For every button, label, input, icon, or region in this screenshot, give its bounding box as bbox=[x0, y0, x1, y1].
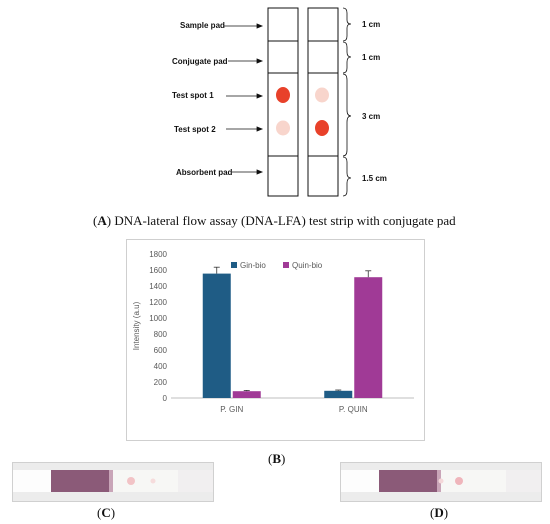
x-tick-label: P. QUIN bbox=[339, 405, 368, 414]
caption-d: (D) bbox=[430, 505, 449, 520]
dim-test-zone: 3 cm bbox=[362, 112, 381, 121]
legend-label: Gin-bio bbox=[240, 261, 266, 270]
legend-swatch bbox=[283, 262, 289, 268]
sample-pad-label: Sample pad bbox=[180, 21, 225, 30]
bar bbox=[232, 391, 261, 398]
bar bbox=[354, 277, 383, 398]
caption-a: (A) DNA-lateral flow assay (DNA-LFA) tes… bbox=[93, 213, 456, 228]
legend-swatch bbox=[231, 262, 237, 268]
caption-c-letter: C bbox=[101, 505, 111, 520]
strip1-test-spot-2 bbox=[276, 120, 290, 136]
strip-diagram-svg bbox=[224, 7, 352, 197]
strip2-test-spot-1 bbox=[315, 87, 329, 103]
conjugate-pad-area-d bbox=[379, 470, 439, 492]
caption-a-text: DNA-lateral flow assay (DNA-LFA) test st… bbox=[111, 213, 456, 228]
strip-photo-c-svg bbox=[13, 463, 213, 501]
caption-c: (C) bbox=[97, 505, 116, 520]
strip-d-spot-2 bbox=[455, 477, 463, 485]
x-tick-label: P. GIN bbox=[220, 405, 243, 414]
bar bbox=[202, 273, 231, 398]
y-tick-label: 1800 bbox=[149, 250, 167, 259]
dimension-brackets bbox=[342, 7, 352, 197]
conjugate-pad-area-c bbox=[51, 470, 111, 492]
strip-photo-d-svg bbox=[341, 463, 541, 501]
strip-c-spot-1 bbox=[127, 477, 135, 485]
test-strip-1 bbox=[267, 7, 299, 197]
test-spot-2-label: Test spot 2 bbox=[174, 125, 216, 134]
legend-label: Quin-bio bbox=[292, 261, 323, 270]
strip2-test-spot-2 bbox=[315, 120, 329, 136]
caption-d-letter: D bbox=[434, 505, 444, 520]
test-strip-2 bbox=[307, 7, 339, 197]
caption-a-letter: A bbox=[97, 213, 107, 228]
strip-photo-c bbox=[12, 462, 214, 502]
y-tick-label: 400 bbox=[154, 362, 168, 371]
y-tick-label: 600 bbox=[154, 346, 168, 355]
strip-c-spot-2 bbox=[150, 478, 156, 484]
y-tick-label: 0 bbox=[163, 394, 168, 403]
strip-photo-d bbox=[340, 462, 542, 502]
dim-absorbent-pad: 1.5 cm bbox=[362, 174, 387, 183]
y-axis-label: Intensity (a.u) bbox=[132, 301, 141, 350]
y-tick-label: 200 bbox=[154, 378, 168, 387]
y-tick-label: 1400 bbox=[149, 282, 167, 291]
y-tick-label: 1600 bbox=[149, 266, 167, 275]
caption-b-letter: B bbox=[272, 451, 282, 466]
y-tick-label: 1000 bbox=[149, 314, 167, 323]
bar bbox=[324, 390, 353, 398]
conjugate-pad-label: Conjugate pad bbox=[172, 57, 228, 66]
dim-sample-pad: 1 cm bbox=[362, 20, 381, 29]
absorbent-pad-label: Absorbent pad bbox=[176, 168, 233, 177]
test-spot-1-label: Test spot 1 bbox=[172, 91, 214, 100]
strip1-test-spot-1 bbox=[276, 87, 290, 103]
y-tick-label: 1200 bbox=[149, 298, 167, 307]
strip-d-spot-1 bbox=[438, 478, 444, 484]
caption-b: (B) bbox=[268, 451, 286, 466]
y-tick-label: 800 bbox=[154, 330, 168, 339]
dim-conjugate-pad: 1 cm bbox=[362, 53, 381, 62]
bar-chart-svg: 0 200 400 600 800 1000 1200 1400 1600 1800Intensi… bbox=[132, 250, 414, 414]
